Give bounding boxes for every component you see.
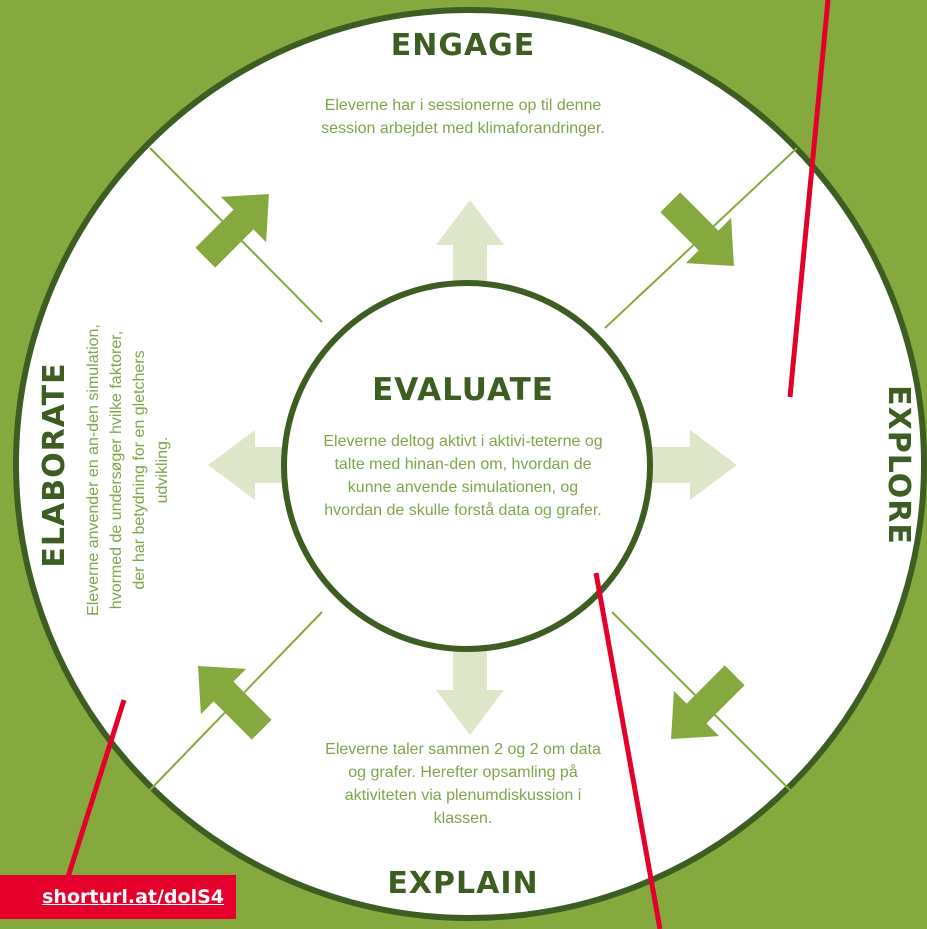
engage-title: ENGAGE: [390, 28, 536, 63]
explain-title: EXPLAIN: [387, 866, 539, 901]
engage-description: Eleverne har i sessionerne op til denne …: [321, 97, 605, 137]
arrow-nw-dark: [198, 666, 272, 740]
arrow-se-dark: [660, 192, 734, 266]
pointer-line-explore: [787, 0, 831, 398]
explain-description: Eleverne taler sammen 2 og 2 om data og …: [325, 741, 601, 827]
outer-arrows: [195, 192, 745, 740]
elaborate-title: ELABORATE: [37, 362, 72, 568]
pointer-line-evaluate: [593, 572, 663, 929]
arrow-ne-dark: [195, 194, 269, 268]
pointer-lines: [65, 0, 831, 929]
evaluate-title: EVALUATE: [372, 372, 554, 408]
shorturl-link[interactable]: shorturl.at/dolS4: [42, 886, 224, 908]
shorturl-link-box: shorturl.at/dolS4: [0, 875, 236, 919]
inner-ring: [281, 280, 653, 652]
arrow-sw-dark: [671, 665, 745, 739]
explore-title: EXPLORE: [881, 385, 916, 545]
elaborate-description: Eleverne anvender en an-den simulation, …: [85, 324, 171, 616]
evaluate-description: Eleverne deltog aktivt i aktivi-teterne …: [323, 433, 603, 519]
pointer-line-elaborate: [65, 699, 127, 878]
